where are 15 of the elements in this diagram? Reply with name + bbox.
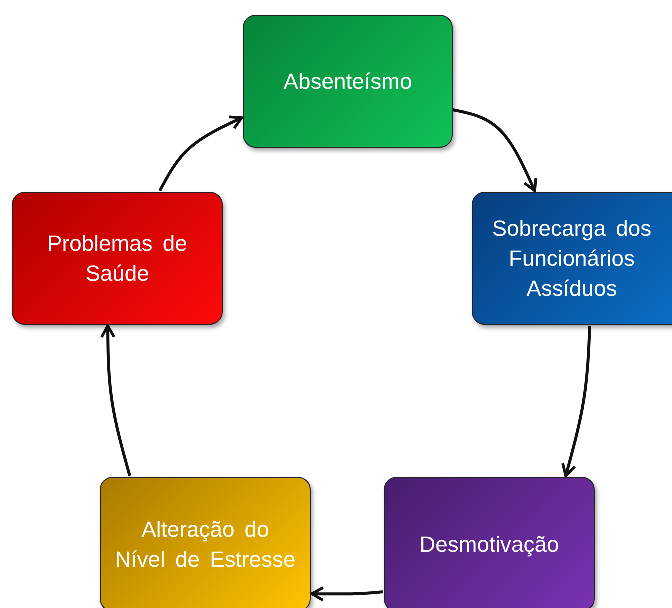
process-box [12, 192, 223, 325]
box-label: Problemas de Saúde [46, 230, 188, 288]
process-box [384, 477, 595, 608]
curved-arrow [452, 108, 538, 192]
curved-arrow [562, 326, 592, 478]
curved-arrow [310, 586, 384, 602]
process-box [472, 192, 672, 325]
box-label: Alteração do Nível de Estresse [114, 516, 297, 574]
box-label: Absenteísmo [282, 68, 414, 96]
box-label: Desmotivação [418, 530, 560, 559]
box-label: Sobrecarga dos Funcionários Assíduos [491, 214, 653, 302]
curved-arrow [158, 116, 244, 192]
process-box [100, 477, 311, 608]
process-box [243, 15, 453, 148]
curved-arrow [100, 324, 132, 476]
